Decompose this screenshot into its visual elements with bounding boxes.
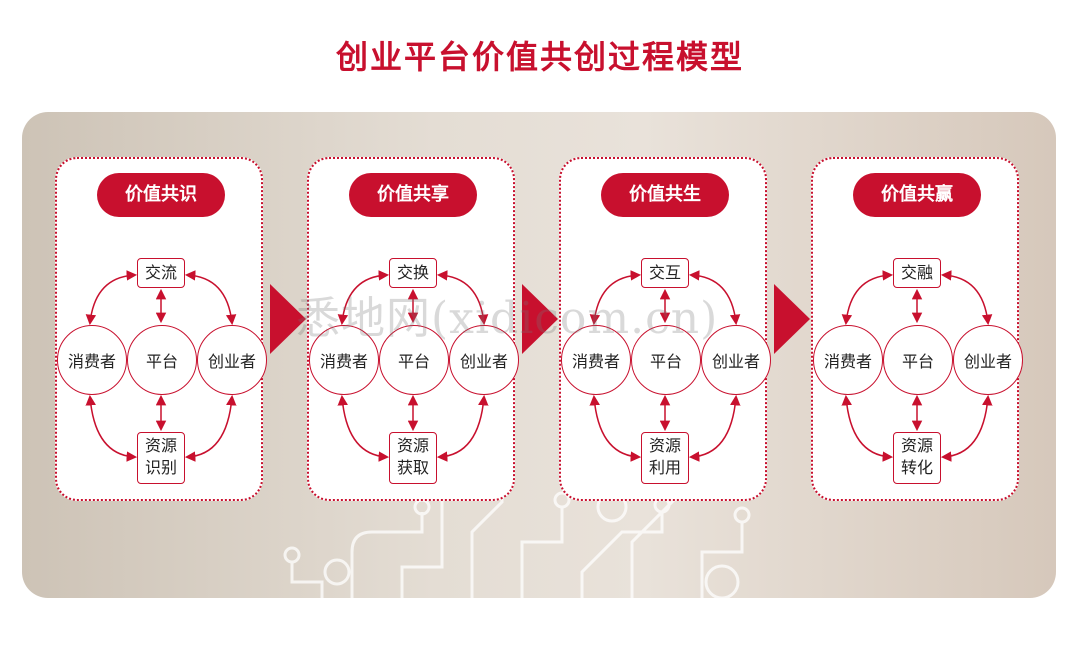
node-consumer: 消费者 — [309, 325, 379, 395]
arrow-right-icon — [774, 284, 810, 354]
connection-arrows-icon — [85, 270, 237, 462]
stage-title: 价值共享 — [349, 173, 477, 217]
node-entrepreneur: 创业者 — [449, 325, 519, 395]
page-title: 创业平台价值共创过程模型 — [335, 38, 744, 76]
stage-title: 价值共赢 — [853, 173, 981, 217]
node-platform: 平台 — [127, 325, 197, 395]
node-resource-line1: 资源 — [900, 436, 933, 455]
node-platform: 平台 — [379, 325, 449, 395]
node-interaction: 交流 — [137, 258, 185, 288]
node-consumer: 消费者 — [813, 325, 883, 395]
node-resource: 资源 利用 — [641, 432, 689, 484]
arrow-right-icon — [270, 284, 306, 354]
node-interaction: 交互 — [641, 258, 689, 288]
node-resource-line1: 资源 — [396, 436, 429, 455]
circuit-background-icon — [283, 455, 751, 598]
stage-title: 价值共生 — [601, 173, 729, 217]
stage-card-4: 价值共赢 交融 消费者 平台 创业者 资源 转化 — [811, 157, 1023, 501]
node-resource: 资源 识别 — [137, 432, 185, 484]
node-consumer: 消费者 — [57, 325, 127, 395]
node-entrepreneur: 创业者 — [953, 325, 1023, 395]
node-consumer: 消费者 — [561, 325, 631, 395]
connection-arrows-icon — [841, 270, 993, 462]
node-entrepreneur: 创业者 — [197, 325, 267, 395]
node-entrepreneur: 创业者 — [701, 325, 771, 395]
node-resource-line1: 资源 — [648, 436, 681, 455]
node-resource-line2: 识别 — [144, 458, 177, 477]
node-resource: 资源 转化 — [893, 432, 941, 484]
node-platform: 平台 — [631, 325, 701, 395]
stage-card-3: 价值共生 交互 消费者 平台 创业者 资源 利用 — [559, 157, 771, 501]
node-resource-line2: 获取 — [396, 458, 429, 477]
node-interaction: 交融 — [893, 258, 941, 288]
model-panel: 价值共识 交流 消费者 平台 创业者 资源 识别 — [22, 112, 1056, 598]
node-resource-line1: 资源 — [144, 436, 177, 455]
node-resource-line2: 利用 — [648, 458, 681, 477]
watermark-text: 悉地网(xidicom.cn) — [296, 293, 719, 344]
connection-arrows-icon — [337, 270, 489, 462]
stage-card-1: 价值共识 交流 消费者 平台 创业者 资源 识别 — [55, 157, 267, 501]
arrow-right-icon — [522, 284, 558, 354]
stage-title: 价值共识 — [97, 173, 225, 217]
node-resource: 资源 获取 — [389, 432, 437, 484]
stage-card-2: 价值共享 交换 消费者 平台 创业者 资源 获取 — [307, 157, 519, 501]
connection-arrows-icon — [589, 270, 741, 462]
node-interaction: 交换 — [389, 258, 437, 288]
node-platform: 平台 — [883, 325, 953, 395]
node-resource-line2: 转化 — [900, 458, 933, 477]
